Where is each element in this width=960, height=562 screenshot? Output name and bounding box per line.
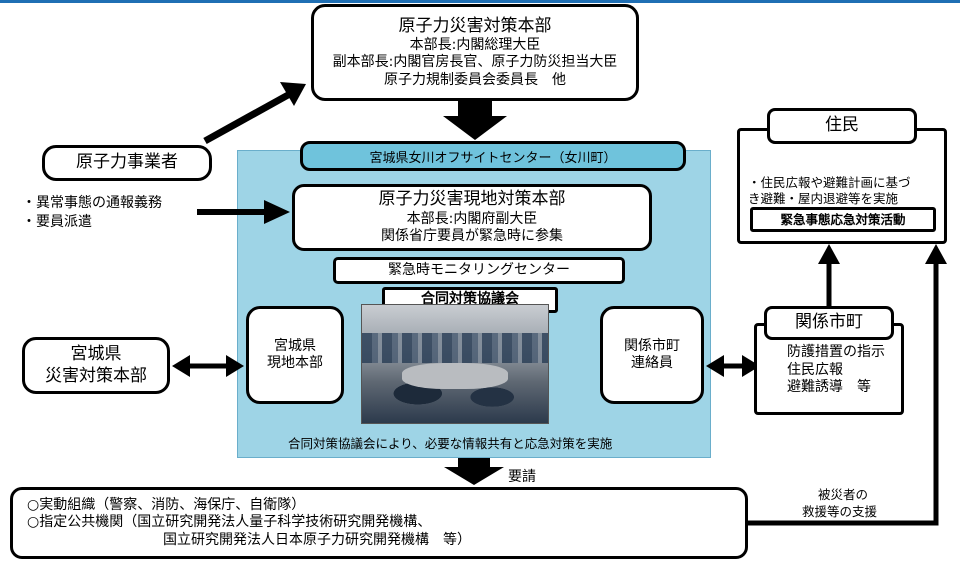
operator-to-hq-line [203,91,290,145]
residents-title: 住民 [825,115,859,136]
municipalities-line-1: 防護措置の指示 [787,344,885,360]
hq-line-3: 原子力規制委員会委員長 他 [384,71,566,88]
pref-double-arrow-right [226,355,244,377]
pref-double-arrow-left [172,355,190,377]
orgs-line-3: 国立研究開発法人日本原子力研究開発機構 等） [163,531,471,548]
pref-hq-line-1: 宮城県 [70,344,122,365]
pref-local-hq-box: 宮城県 現地本部 [246,306,344,404]
orgs-line-2: ○指定公共機関（国立研究開発法人量子科学技術研究開発機構、 [27,514,432,531]
pref-disaster-hq-box: 宮城県 災害対策本部 [22,337,170,394]
local-hq-line-2: 関係省庁要員が緊急時に参集 [381,228,563,245]
operator-to-hq-head [280,82,306,106]
residents-line-1: ・住民広報や避難計画に基づ [748,175,911,190]
hq-down-arrow [443,101,507,140]
support-label-line-1: 被災者の [818,487,869,502]
municipalities-line-2: 住民広報 [787,361,843,378]
pref-local-line-1: 宮城県 [274,337,316,354]
muni-liaison-line-1: 関係市町 [624,337,680,354]
municipalities-line-3: 避難誘導 等 [787,379,871,395]
organizations-box: ○実動組織（警察、消防、海保庁、自衛隊） ○指定公共機関（国立研究開発法人量子科… [10,487,748,559]
operator-item-2: ・要員派遣 [22,214,92,230]
operator-title: 原子力事業者 [76,152,178,173]
support-head [925,244,947,264]
hq-line-1: 本部長:内閣総理大臣 [409,36,541,53]
request-label: 要請 [508,469,536,485]
muni-to-residents-head [818,244,840,264]
monitoring-center-box: 緊急時モニタリングセンター [333,257,625,284]
support-line [748,262,939,526]
local-hq-line-1: 本部長:内閣府副大臣 [406,210,538,227]
muni-double-arrow-left [706,355,724,377]
operator-title-box: 原子力事業者 [42,145,212,181]
request-down-arrow [444,458,504,485]
hq-line-2: 副本部長:内閣官房長官、原子力防災担当大臣 [332,54,618,71]
support-label-line-2: 救援等の支援 [802,504,878,519]
residents-activity-box: 緊急事態応急対策活動 [750,207,936,232]
local-hq-title: 原子力災害現地対策本部 [378,189,566,210]
council-title: 合同対策協議会 [421,291,519,308]
muni-liaison-line-2: 連絡員 [631,355,673,371]
offsite-center-label: 宮城県女川オフサイトセンター（女川町） [369,150,617,166]
muni-liaison-box: 関係市町 連絡員 [600,306,704,404]
residents-line-2: き避難・屋内退避等を実施 [748,190,899,206]
operator-to-local-hq-head [264,200,290,224]
offsite-center-bar: 宮城県女川オフサイトセンター（女川町） [300,141,686,171]
hq-title: 原子力災害対策本部 [398,15,552,36]
pref-hq-line-2: 災害対策本部 [45,365,147,386]
muni-double-arrow-right [742,355,760,377]
photo-people [362,333,548,363]
residents-title-box: 住民 [767,108,917,144]
photo-table [402,363,508,389]
top-accent-line [0,0,960,3]
monitoring-center-label: 緊急時モニタリングセンター [388,261,570,278]
operator-item-1: ・異常事態の通報義務 [22,195,162,211]
council-meeting-photo [361,304,549,424]
nuclear-disaster-hq-box: 原子力災害対策本部 本部長:内閣総理大臣 副本部長:内閣官房長官、原子力防災担当… [311,4,639,101]
orgs-line-1: ○実動組織（警察、消防、海保庁、自衛隊） [27,496,306,513]
pref-local-line-2: 現地本部 [267,355,323,371]
municipalities-title: 関係市町 [795,312,863,333]
council-caption: 合同対策協議会により、必要な情報共有と応急対策を実施 [288,436,613,451]
local-hq-box: 原子力災害現地対策本部 本部長:内閣府副大臣 関係省庁要員が緊急時に参集 [292,184,652,251]
residents-activity: 緊急事態応急対策活動 [780,211,906,227]
municipalities-title-box: 関係市町 [764,306,894,340]
